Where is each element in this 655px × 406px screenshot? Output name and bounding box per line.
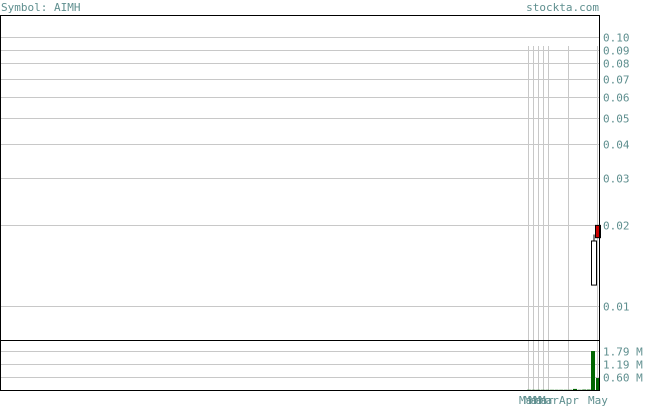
x-tick-label: Mar	[524, 394, 544, 406]
vertical-grid	[528, 46, 598, 390]
x-tick-label: May	[588, 394, 608, 406]
price-tick-label: 0.06	[603, 92, 630, 105]
price-tick-labels: 0.100.090.08 0.07 0.06 0.05 0.04 0.03 0.02 0.01	[603, 32, 630, 314]
x-tick-label: Apr	[559, 394, 579, 406]
price-tick-label: 0.04	[603, 139, 630, 152]
price-tick-label: 0.05	[603, 113, 630, 126]
price-grid	[1, 37, 599, 307]
volume-bar	[573, 388, 577, 390]
price-tick-label: 0.09	[603, 45, 630, 58]
volume-tick-labels: 1.79 M1.19 M0.60 M	[603, 346, 643, 385]
candles	[591, 224, 601, 286]
price-tick-label: 0.01	[603, 301, 630, 314]
x-tick-label: Mar	[539, 394, 559, 406]
x-tick-label: Mar	[534, 394, 554, 406]
price-tick-label: 0.10	[603, 32, 630, 45]
volume-tick-label: 1.19 M	[603, 359, 643, 372]
price-tick-label: 0.02	[603, 220, 630, 233]
candle-body	[595, 224, 601, 239]
price-tick-label: 0.08	[603, 58, 630, 71]
symbol-label: Symbol: AIMH	[1, 1, 80, 14]
volume-bars	[527, 351, 600, 391]
price-tick-label: 0.07	[603, 74, 630, 87]
volume-bar	[596, 378, 600, 390]
site-label: stockta.com	[526, 1, 599, 14]
volume-grid	[1, 351, 599, 378]
volume-bar	[591, 351, 595, 390]
volume-tick-label: 1.79 M	[603, 346, 643, 359]
candle-body	[591, 240, 597, 286]
price-tick-label: 0.03	[603, 173, 630, 186]
x-tick-label: Mar	[529, 394, 549, 406]
volume-tick-label: 0.60 M	[603, 372, 643, 385]
x-tick-label: Mar	[519, 394, 539, 406]
volume-panel-frame	[0, 340, 600, 391]
